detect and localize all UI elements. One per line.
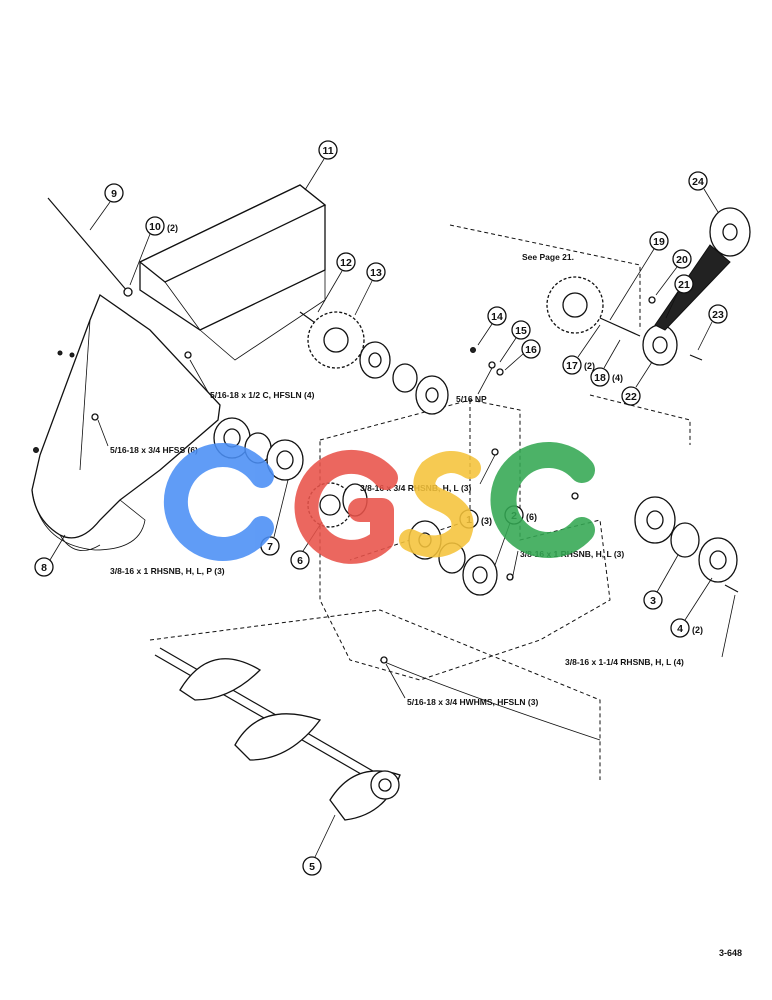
see-page-note: See Page 21. (522, 252, 574, 262)
spec-label-7: 3/8-16 x 1-1/4 RHSNB, H, L (4) (565, 657, 684, 667)
callout-8: 8 (34, 534, 66, 577)
part-5-auger (154, 647, 401, 821)
svg-text:7: 7 (267, 541, 273, 553)
right-bearing-stack (634, 496, 739, 593)
svg-text:16: 16 (525, 344, 537, 356)
svg-text:19: 19 (653, 236, 665, 248)
spec-label-8: 5/16-18 x 3/4 HWHMS, HFSLN (3) (407, 697, 538, 707)
svg-text:8: 8 (41, 562, 47, 574)
svg-text:12: 12 (340, 257, 352, 269)
figure-number: 3-648 (719, 948, 742, 958)
spec-label-1: 5/16-18 x 1/2 C, HFSLN (4) (210, 390, 315, 400)
svg-text:(3): (3) (481, 516, 492, 526)
watermark-letter-c2 (490, 442, 595, 558)
svg-text:11: 11 (322, 145, 333, 157)
svg-text:(2): (2) (692, 625, 703, 635)
watermark-letter-c1 (163, 443, 274, 561)
part-9-rod (47, 197, 133, 297)
callout-5: 5 (302, 814, 336, 876)
part-8-side-housing (31, 293, 221, 552)
callout-4: 4 (2) (670, 577, 713, 638)
spec-label-3: 5/16 NP (456, 394, 487, 404)
part-11-cover (138, 184, 327, 361)
svg-text:10: 10 (149, 221, 161, 233)
callout-11: 11 (304, 140, 338, 191)
callout-13: 13 (354, 262, 386, 316)
svg-text:3: 3 (650, 595, 656, 607)
svg-text:(2): (2) (584, 361, 595, 371)
watermark-letter-g (294, 449, 398, 564)
svg-text:20: 20 (676, 254, 688, 266)
svg-text:6: 6 (297, 555, 303, 567)
callout-18: 18 (4) (590, 339, 623, 387)
svg-text:9: 9 (111, 188, 117, 200)
spec-label-6: 3/8-16 x 1 RHSNB, H, L (3) (520, 549, 624, 559)
callout-20: 20 (655, 249, 692, 296)
watermark-letter-s (399, 451, 481, 558)
callout-16: 16 (504, 339, 541, 371)
svg-text:21: 21 (678, 279, 690, 291)
svg-text:(2): (2) (167, 223, 178, 233)
svg-text:(6): (6) (526, 512, 537, 522)
callout-10: 10 (2) (129, 216, 178, 286)
callout-23: 23 (697, 304, 728, 351)
svg-text:22: 22 (625, 391, 637, 403)
svg-text:18: 18 (594, 372, 606, 384)
svg-text:15: 15 (515, 325, 527, 337)
callout-12: 12 (317, 252, 356, 313)
callout-15: 15 (499, 320, 531, 363)
callout-22: 22 (621, 361, 653, 406)
svg-text:14: 14 (491, 311, 503, 323)
callout-14: 14 (477, 306, 507, 346)
part-13-sprocket (299, 311, 449, 415)
svg-text:13: 13 (370, 267, 382, 279)
callout-17: 17 (2) (562, 324, 601, 375)
svg-text:24: 24 (692, 176, 704, 188)
drive-assembly (546, 207, 751, 366)
spec-label-5: 3/8-16 x 1 RHSNB, H, L, P (3) (110, 566, 225, 576)
svg-text:5: 5 (309, 861, 315, 873)
callout-19: 19 (609, 231, 669, 321)
svg-text:(4): (4) (612, 373, 623, 383)
callout-24: 24 (688, 171, 719, 213)
svg-text:23: 23 (712, 309, 724, 321)
svg-text:17: 17 (566, 360, 578, 372)
callout-9: 9 (89, 183, 124, 231)
callout-21: 21 (665, 274, 694, 319)
cgsc-watermark (163, 442, 595, 564)
svg-text:4: 4 (677, 623, 683, 635)
spec-label-2: 5/16-18 x 3/4 HFSS (6) (110, 445, 198, 455)
callout-3: 3 (643, 554, 679, 610)
